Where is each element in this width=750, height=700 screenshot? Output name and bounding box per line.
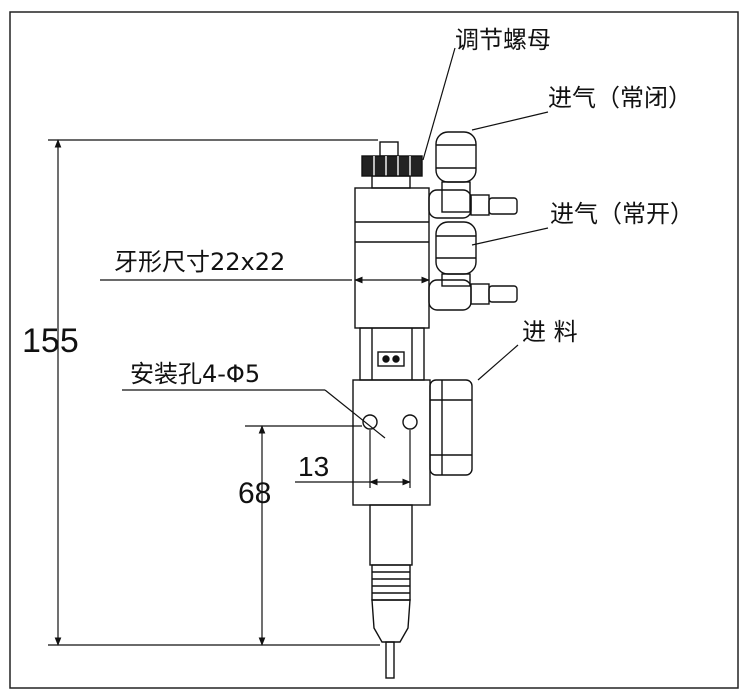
nozzle-knurl (371, 564, 411, 601)
dim-lower-height: 68 (238, 477, 271, 510)
label-mount-holes: 安装孔4-Φ5 (130, 360, 260, 388)
label-feed-in: 进 料 (522, 318, 578, 346)
label-adjust-nut: 调节螺母 (455, 26, 551, 54)
dimension-lines (48, 139, 411, 646)
mount-hole-right (402, 414, 418, 430)
adjust-nut (361, 155, 423, 177)
neck-window (377, 351, 405, 367)
nut-base (371, 175, 411, 189)
needle (385, 641, 395, 679)
label-thread-size: 牙形尺寸22x22 (114, 248, 285, 276)
feed-inlet (429, 379, 473, 476)
mount-hole-left (362, 414, 378, 430)
nozzle-sleeve (369, 504, 413, 566)
adjust-nut-cap (379, 141, 399, 157)
dim-total-height: 155 (22, 322, 79, 360)
label-air-in-nc: 进气（常闭） (548, 84, 692, 112)
valve-body (352, 131, 518, 679)
air-fitting-no (435, 221, 477, 275)
air-fitting-nc (435, 131, 477, 183)
lower-block (352, 379, 431, 506)
leader-lines (100, 47, 549, 439)
air-port-upper (428, 189, 472, 219)
air-port-lower (428, 279, 472, 311)
upper-cylinder-block (354, 187, 430, 329)
nozzle-tip (371, 599, 411, 643)
drawing-frame (9, 11, 739, 689)
dim-hole-spacing: 13 (298, 451, 329, 482)
label-air-in-no: 进气（常开） (550, 200, 694, 228)
middle-neck (359, 327, 425, 381)
